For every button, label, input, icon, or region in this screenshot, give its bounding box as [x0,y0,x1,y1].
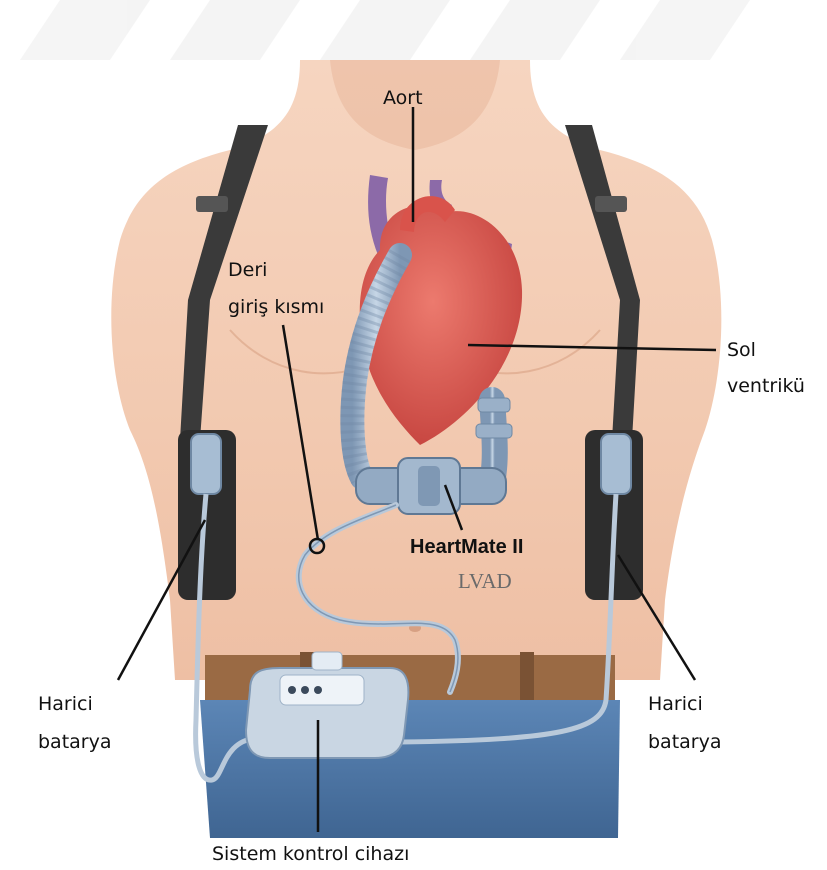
label-deri-line2: giriş kısmı [228,296,324,318]
label-battery-right-line1: Harici [648,693,703,715]
label-battery-left-line2: batarya [38,731,112,753]
label-controller: Sistem kontrol cihazı [212,843,409,865]
system-controller [246,652,408,758]
watermark-stripes [20,0,750,60]
label-battery-right-line2: batarya [648,731,722,753]
label-battery-left-line1: Harici [38,693,93,715]
label-sol-line2: ventrikü [727,375,805,397]
label-device-name: HeartMate II [410,536,523,558]
battery-left [178,430,236,600]
label-deri-line1: Deri [228,259,267,281]
label-aort: Aort [383,87,423,109]
label-sol-line1: Sol [727,339,756,361]
belt-loop-right [520,652,534,704]
label-device-type: LVAD [458,569,512,593]
